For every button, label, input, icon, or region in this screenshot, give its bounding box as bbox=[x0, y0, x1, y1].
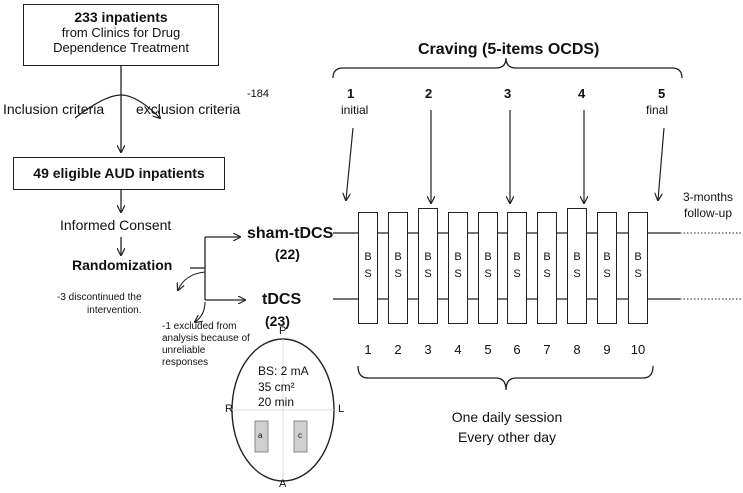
inclusion-curve bbox=[74, 94, 160, 118]
session-block-letter: S bbox=[454, 267, 462, 280]
tdcs-label: tDCS bbox=[262, 291, 302, 308]
session-block-letter: B bbox=[394, 251, 402, 263]
craving-brace bbox=[332, 57, 683, 79]
session-block-letter: B bbox=[424, 251, 432, 263]
session-block-letter: S bbox=[603, 267, 611, 280]
session-block-letter: B bbox=[603, 251, 611, 263]
excluded-line: unreliable bbox=[162, 345, 206, 356]
excluded-line: -1 excluded from bbox=[162, 321, 237, 332]
session-block-letter: B bbox=[513, 251, 521, 263]
session-number: 3 bbox=[424, 342, 432, 357]
session-block-letter: S bbox=[394, 267, 402, 280]
craving-point-3: 3 bbox=[504, 86, 512, 101]
sham-label: sham-tDCS bbox=[247, 225, 334, 242]
discontinued-note: -3 discontinued the intervention. bbox=[57, 292, 142, 317]
source-box: 233 inpatients from Clinics for Drug Dep… bbox=[23, 4, 219, 66]
sessions-caption: One daily session Every other day bbox=[437, 408, 577, 447]
eligible-box: 49 eligible AUD inpatients bbox=[13, 157, 225, 190]
electrode-c-label: c bbox=[298, 431, 302, 440]
craving-point-4: 4 bbox=[578, 86, 586, 101]
sessions-brace bbox=[357, 365, 654, 391]
electrode-a bbox=[254, 420, 269, 453]
caption-line: One daily session bbox=[451, 409, 563, 425]
electrode-a-label: a bbox=[258, 431, 263, 440]
source-line: Dependence Treatment bbox=[53, 40, 189, 55]
source-line: from Clinics for Drug bbox=[61, 25, 181, 40]
craving-arrow-1 bbox=[346, 127, 354, 200]
session-number: 10 bbox=[630, 342, 646, 357]
inclusion-label: Inclusion criteria bbox=[3, 101, 105, 117]
craving-point-sub: final bbox=[646, 103, 669, 117]
electrode-c bbox=[293, 420, 308, 453]
session-block-letter: S bbox=[484, 267, 492, 280]
session-number: 4 bbox=[454, 342, 462, 357]
source-count: 233 inpatients bbox=[74, 9, 168, 25]
caption-line: Every other day bbox=[457, 428, 557, 445]
session-number: 7 bbox=[543, 342, 551, 357]
randomization-label: Randomization bbox=[72, 257, 173, 273]
session-block-letter: B bbox=[484, 251, 492, 263]
craving-point-2: 2 bbox=[425, 86, 433, 101]
sham-n: (22) bbox=[275, 246, 300, 262]
discontinued-line: -3 discontinued the bbox=[57, 292, 142, 303]
excluded-count: -184 bbox=[247, 88, 270, 100]
craving-title: Craving (5-items OCDS) bbox=[418, 41, 600, 58]
montage-param: 35 cm² bbox=[258, 379, 295, 394]
session-block-letter: S bbox=[364, 267, 372, 280]
session-number: 8 bbox=[573, 342, 581, 357]
session-block-letter: S bbox=[543, 267, 551, 280]
excluded-line: analysis because of bbox=[162, 333, 250, 344]
session-number: 5 bbox=[484, 342, 492, 357]
session-number: 1 bbox=[364, 342, 372, 357]
excluded-line: responses bbox=[162, 357, 209, 368]
session-number: 6 bbox=[513, 342, 521, 357]
session-block-letter: B bbox=[573, 251, 581, 263]
excluded-curve bbox=[195, 301, 206, 322]
session-block-letter: S bbox=[573, 267, 581, 280]
montage-param: 20 min bbox=[258, 395, 295, 410]
montage-params: BS: 2 mA 35 cm² 20 min bbox=[258, 364, 309, 411]
eligible-label: 49 eligible AUD inpatients bbox=[33, 165, 205, 181]
followup-line: 3-months bbox=[682, 190, 734, 204]
discontinued-curve bbox=[178, 271, 206, 290]
session-block-letter: B bbox=[454, 251, 462, 263]
session-block-letter: B bbox=[634, 251, 642, 263]
followup-label: 3-months follow-up bbox=[677, 190, 739, 221]
consent-label: Informed Consent bbox=[60, 217, 172, 233]
session-block-letter: B bbox=[543, 251, 551, 263]
followup-line: follow-up bbox=[683, 205, 733, 220]
head-left: L bbox=[338, 403, 345, 415]
head-right: R bbox=[225, 403, 233, 415]
session-block-letter: S bbox=[634, 267, 642, 280]
session-number: 9 bbox=[603, 342, 611, 357]
session-number: 2 bbox=[394, 342, 402, 357]
excluded-note: -1 excluded from analysis because of unr… bbox=[162, 321, 250, 369]
session-block-letter: S bbox=[424, 267, 432, 280]
session-block-letter: B bbox=[364, 251, 372, 263]
head-anterior: A bbox=[279, 478, 287, 490]
craving-point-sub: initial bbox=[341, 103, 369, 117]
exclusion-label: exclusion criteria bbox=[136, 101, 241, 117]
montage-param: BS: 2 mA bbox=[258, 364, 309, 378]
discontinued-line: intervention. bbox=[87, 304, 142, 316]
craving-point-5: 5 bbox=[658, 86, 666, 101]
session-block-letter: S bbox=[513, 267, 521, 280]
tdcs-n: (23) bbox=[265, 313, 290, 329]
craving-point-1: 1 bbox=[347, 86, 355, 101]
craving-arrow-5 bbox=[658, 127, 665, 200]
head-posterior: P bbox=[279, 325, 287, 337]
